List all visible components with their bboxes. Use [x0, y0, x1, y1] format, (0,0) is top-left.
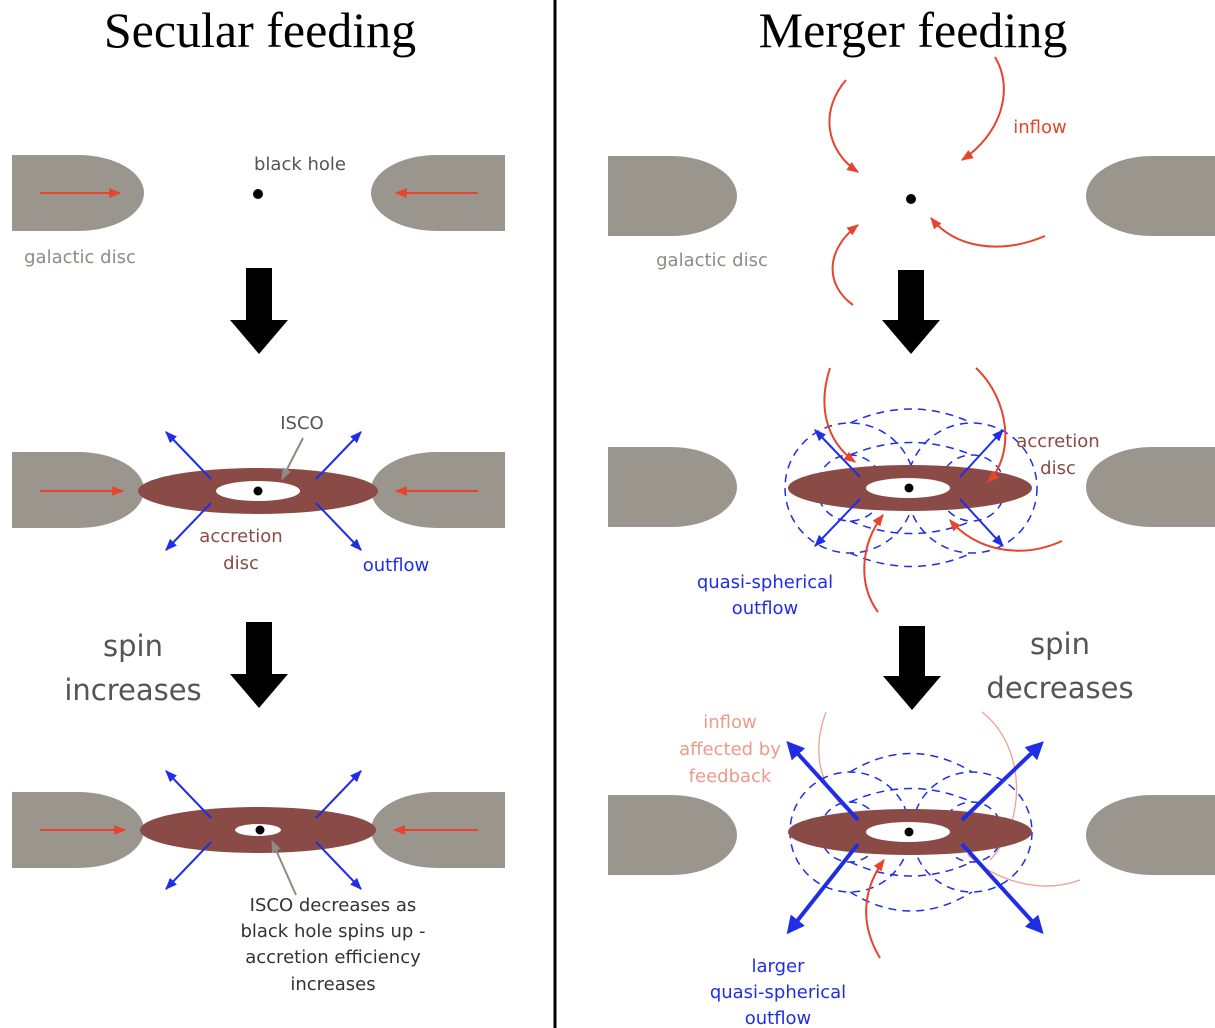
galactic-disc-label: galactic disc [656, 250, 768, 271]
inflow-arc-1 [823, 367, 856, 463]
inflow-arc-2 [975, 367, 1007, 483]
galactic-disc-label: galactic disc [24, 247, 136, 268]
right-title: Merger feeding [759, 2, 1068, 58]
accretion-disc-label-2: disc [1040, 458, 1076, 479]
black-hole [253, 189, 263, 199]
left-title: Secular feeding [104, 2, 416, 58]
black-hole [255, 825, 265, 835]
accretion-disc-label-1: accretion [199, 526, 282, 547]
larger-label-3: outflow [745, 1008, 812, 1028]
black-hole [904, 827, 914, 837]
faded-inflow-arc-1 [818, 711, 848, 811]
isco-note-3: accretion efficiency [245, 947, 421, 968]
black-hole [253, 486, 263, 496]
black-hole [904, 483, 914, 493]
spin-label-right-1: spin [1030, 627, 1090, 661]
left-stage-3: ISCO decreases as black hole spins up - … [12, 770, 505, 995]
larger-label-1: larger [751, 956, 805, 977]
right-stage-3: inflow affected by feedback larger quasi… [608, 711, 1215, 1028]
affected-label-3: feedback [689, 766, 772, 787]
inflow-arc-1 [828, 79, 859, 173]
larger-label-2: quasi-spherical [710, 982, 846, 1003]
qs-outflow-label-1: quasi-spherical [697, 572, 833, 593]
left-stage-1: black hole galactic disc [12, 154, 505, 268]
down-arrow-right-2 [883, 626, 941, 710]
down-arrow-right-1 [882, 270, 940, 354]
outflow-arrow-ul [814, 429, 861, 478]
galactic-disc-left [608, 795, 737, 875]
outflow-arrow-ul [165, 431, 212, 480]
large-outflow-arrow-ul [786, 740, 860, 822]
inflow-arc-4 [863, 514, 884, 613]
galactic-disc-left [608, 156, 737, 236]
left-stage-2: ISCO accretion disc outflow [12, 413, 505, 576]
outflow-arrow-ul [165, 770, 212, 819]
affected-label-1: inflow [703, 712, 756, 733]
galactic-disc-left [608, 447, 737, 527]
outflow-arrow-lr [315, 841, 362, 890]
outflow-arrow-ur [315, 770, 362, 819]
black-hole [906, 194, 916, 204]
outflow-arrow-lr [959, 498, 1004, 547]
affected-label-2: affected by [679, 739, 781, 760]
inflow-label: inflow [1013, 117, 1066, 138]
qs-outflow-label-2: outflow [732, 598, 799, 619]
isco-label: ISCO [280, 413, 323, 434]
galactic-disc-right [1086, 447, 1215, 527]
large-outflow-arrow-lr [960, 842, 1044, 934]
inflow-arc-2 [960, 56, 1005, 161]
outflow-arrow-ll [814, 498, 861, 547]
isco-note-2: black hole spins up - [240, 921, 425, 942]
spin-label-left-1: spin [103, 629, 163, 663]
accretion-disc-label-1: accretion [1016, 431, 1099, 452]
outflow-arrow-ll [165, 502, 212, 551]
inflow-arc-3 [930, 217, 1046, 248]
isco-pointer [271, 839, 297, 896]
outflow-arrow-ll [165, 841, 212, 890]
isco-note-4: increases [290, 974, 375, 995]
outflow-arrow-ur [315, 431, 362, 480]
outflow-label: outflow [363, 555, 430, 576]
down-arrow-left-2 [230, 622, 288, 708]
galactic-disc-right [1086, 795, 1215, 875]
down-arrow-left-1 [230, 268, 288, 354]
large-outflow-arrow-ll [786, 842, 860, 935]
outflow-arrow-lr [315, 502, 362, 551]
accretion-disc-label-2: disc [223, 553, 259, 574]
spin-label-left-2: increases [64, 673, 201, 707]
large-outflow-arrow-ur [960, 741, 1044, 822]
isco-pointer [281, 437, 304, 481]
isco-note-1: ISCO decreases as [250, 895, 417, 916]
outflow-arrow-ur [959, 429, 1004, 478]
inflow-arc-4 [831, 224, 859, 306]
inflow-arc-4 [865, 859, 885, 959]
galactic-disc-right [1086, 156, 1215, 236]
black-hole-label: black hole [254, 154, 346, 175]
right-stage-1: inflow galactic disc [608, 56, 1215, 306]
right-stage-2: accretion disc quasi-spherical outflow [608, 367, 1215, 619]
spin-label-right-2: decreases [986, 671, 1133, 705]
inflow-arc-3 [949, 519, 1063, 552]
